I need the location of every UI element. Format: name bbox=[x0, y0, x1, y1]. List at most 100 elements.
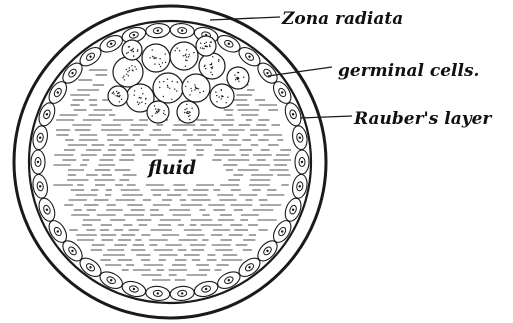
zona-radiata-label: Zona radiata bbox=[281, 9, 403, 29]
germinal-cell bbox=[210, 84, 234, 108]
stipple-dot bbox=[191, 108, 192, 109]
stipple-dot bbox=[162, 62, 163, 63]
germinal-cell bbox=[147, 101, 169, 123]
germinal-cell bbox=[108, 86, 128, 106]
stipple-dot bbox=[167, 85, 168, 86]
stipple-dot bbox=[218, 61, 219, 62]
stipple-dot bbox=[154, 63, 155, 64]
stipple-dot bbox=[163, 81, 164, 82]
stipple-dot bbox=[209, 46, 210, 47]
stipple-dot bbox=[137, 101, 138, 102]
nucleolus bbox=[301, 161, 303, 163]
stipple-dot bbox=[117, 95, 118, 96]
stipple-dot bbox=[187, 113, 188, 114]
stipple-dot bbox=[154, 58, 155, 59]
stipple-dot bbox=[152, 49, 153, 50]
stipple-dot bbox=[211, 68, 212, 69]
germinal-cell bbox=[182, 74, 210, 102]
stipple-dot bbox=[115, 95, 116, 96]
germinal-cell bbox=[122, 40, 142, 60]
stipple-dot bbox=[159, 64, 160, 65]
stipple-dot bbox=[235, 79, 236, 80]
germinal-cell bbox=[113, 57, 143, 87]
stipple-dot bbox=[193, 52, 194, 53]
stipple-dot bbox=[140, 97, 141, 98]
stipple-dot bbox=[116, 91, 117, 92]
stipple-dot bbox=[132, 70, 133, 71]
stipple-dot bbox=[133, 51, 134, 52]
stipple-dot bbox=[122, 77, 123, 78]
stipple-dot bbox=[185, 66, 186, 67]
stipple-dot bbox=[212, 56, 213, 57]
stipple-dot bbox=[112, 93, 113, 94]
stipple-dot bbox=[190, 88, 191, 89]
stipple-dot bbox=[127, 71, 128, 72]
stipple-dot bbox=[167, 87, 168, 88]
stipple-dot bbox=[215, 91, 216, 92]
stipple-dot bbox=[139, 102, 140, 103]
stipple-dot bbox=[221, 96, 222, 97]
stipple-dot bbox=[165, 62, 166, 63]
stipple-dot bbox=[188, 56, 189, 57]
stipple-dot bbox=[133, 56, 134, 57]
stipple-dot bbox=[212, 66, 213, 67]
stipple-dot bbox=[186, 56, 187, 57]
stipple-dot bbox=[177, 81, 178, 82]
stipple-dot bbox=[159, 109, 160, 110]
stipple-dot bbox=[243, 77, 244, 78]
stipple-dot bbox=[186, 104, 187, 105]
stipple-dot bbox=[128, 46, 129, 47]
stipple-dot bbox=[152, 115, 153, 116]
stipple-dot bbox=[142, 93, 143, 94]
stipple-dot bbox=[186, 108, 187, 109]
stipple-dot bbox=[222, 96, 223, 97]
stipple-dot bbox=[189, 54, 190, 55]
stipple-dot bbox=[113, 93, 114, 94]
stipple-dot bbox=[169, 88, 170, 89]
stipple-dot bbox=[130, 50, 131, 51]
stipple-dot bbox=[165, 53, 166, 54]
stipple-dot bbox=[216, 95, 217, 96]
stipple-dot bbox=[155, 57, 156, 58]
germinal-cell bbox=[199, 53, 225, 79]
stipple-dot bbox=[234, 74, 235, 75]
stipple-dot bbox=[134, 66, 135, 67]
stipple-dot bbox=[159, 87, 160, 88]
stipple-dot bbox=[227, 97, 228, 98]
stipple-dot bbox=[126, 74, 127, 75]
germinal-cell bbox=[177, 101, 199, 123]
stipple-dot bbox=[212, 74, 213, 75]
stipple-dot bbox=[160, 66, 161, 67]
stipple-dot bbox=[204, 66, 205, 67]
stipple-dot bbox=[188, 113, 189, 114]
raubers-layer-label: Rauber's layer bbox=[353, 109, 492, 129]
stipple-dot bbox=[202, 48, 203, 49]
stipple-dot bbox=[128, 75, 129, 76]
stipple-dot bbox=[210, 64, 211, 65]
stipple-dot bbox=[194, 89, 195, 90]
rauber-cell bbox=[295, 150, 309, 174]
stipple-dot bbox=[124, 79, 125, 80]
stipple-dot bbox=[157, 112, 158, 113]
stipple-dot bbox=[145, 98, 146, 99]
cell-body bbox=[153, 73, 183, 103]
stipple-dot bbox=[200, 47, 201, 48]
cell-body bbox=[147, 101, 169, 123]
germinal-cells-label: germinal cells. bbox=[338, 61, 479, 81]
stipple-dot bbox=[238, 72, 239, 73]
stipple-dot bbox=[153, 57, 154, 58]
stipple-dot bbox=[129, 70, 130, 71]
stipple-dot bbox=[132, 49, 133, 50]
stipple-dot bbox=[237, 77, 238, 78]
stipple-dot bbox=[187, 81, 188, 82]
stipple-dot bbox=[126, 53, 127, 54]
stipple-dot bbox=[195, 86, 196, 87]
stipple-dot bbox=[139, 97, 140, 98]
stipple-dot bbox=[119, 101, 120, 102]
stipple-dot bbox=[209, 44, 210, 45]
germinal-cell bbox=[153, 73, 183, 103]
stipple-dot bbox=[188, 116, 189, 117]
stipple-dot bbox=[177, 47, 178, 48]
stipple-dot bbox=[238, 81, 239, 82]
rauber-cell bbox=[31, 150, 45, 174]
